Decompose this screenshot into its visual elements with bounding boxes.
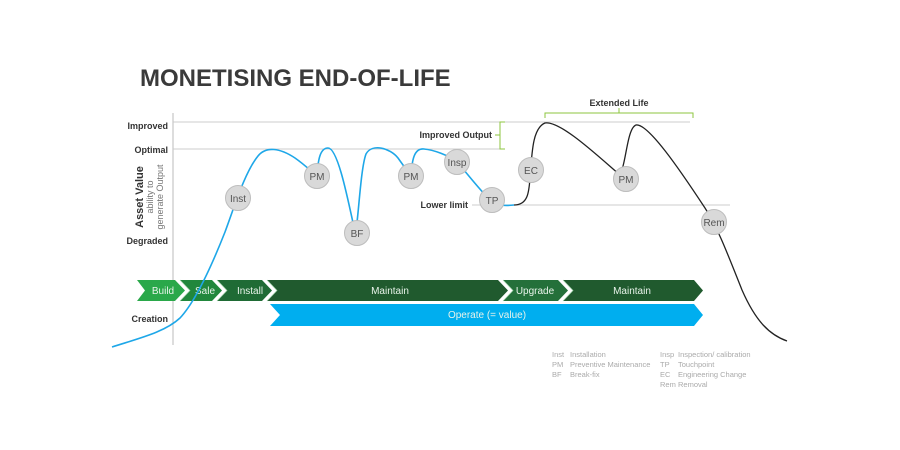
legend-abbr: Insp xyxy=(660,350,674,359)
node-pm-1: PM xyxy=(304,163,330,189)
phase-upgrade-label: Upgrade xyxy=(516,286,555,297)
extended-life-bracket xyxy=(544,108,694,118)
legend-text: Preventive Maintenance xyxy=(570,360,650,369)
phase-maintain-2-label: Maintain xyxy=(613,286,651,297)
node-tp: TP xyxy=(479,187,505,213)
node-insp-label: Insp xyxy=(448,158,467,169)
node-insp: Insp xyxy=(444,149,470,175)
y-axis-sublabel-1: ability to xyxy=(145,180,155,213)
legend-abbr: BF xyxy=(552,370,562,379)
phase-maintain-1 xyxy=(267,280,508,301)
legend-text: Inspection/ calibration xyxy=(678,350,751,359)
y-axis-label: Asset Value xyxy=(134,166,146,228)
legend-abbr: TP xyxy=(660,360,670,369)
legend-abbr: Rem xyxy=(660,380,676,389)
phase-maintain-1-label: Maintain xyxy=(371,286,409,297)
node-pm-3-label: PM xyxy=(619,175,634,186)
phase-upgrade xyxy=(503,280,568,301)
phase-dividers xyxy=(179,279,574,302)
phase-sale-label: Sale xyxy=(195,286,215,297)
node-rem: Rem xyxy=(701,209,727,235)
node-inst-label: Inst xyxy=(230,194,246,205)
level-improved: Improved xyxy=(127,121,168,131)
node-pm-2: PM xyxy=(398,163,424,189)
level-optimal: Optimal xyxy=(134,145,168,155)
page-title: MONETISING END-OF-LIFE xyxy=(140,65,451,92)
legend: Inst Installation PM Preventive Maintena… xyxy=(552,350,751,389)
level-degraded: Degraded xyxy=(126,236,168,246)
extended-life-label: Extended Life xyxy=(589,98,648,108)
improved-output-label: Improved Output xyxy=(420,130,493,140)
phase-sale xyxy=(180,280,222,301)
node-pm-2-label: PM xyxy=(404,172,419,183)
legend-text: Break-fix xyxy=(570,370,600,379)
phase-maintain-2 xyxy=(563,280,703,301)
y-axis-sublabel-2: generate Output xyxy=(155,164,165,230)
asset-value-curve-blue xyxy=(111,146,515,348)
operate-label: Operate (= value) xyxy=(448,310,526,321)
legend-abbr: Inst xyxy=(552,350,565,359)
node-bf-label: BF xyxy=(351,229,364,240)
level-creation: Creation xyxy=(131,314,168,324)
improved-output-bracket xyxy=(495,121,505,150)
node-tp-label: TP xyxy=(486,196,499,207)
node-rem-label: Rem xyxy=(703,218,724,229)
node-inst: Inst xyxy=(225,185,251,211)
legend-text: Installation xyxy=(570,350,606,359)
phase-band: Build Sale Install Maintain Upgrade Main… xyxy=(137,279,703,302)
operate-band xyxy=(270,304,703,326)
phase-install xyxy=(217,280,272,301)
legend-abbr: EC xyxy=(660,370,671,379)
node-ec-label: EC xyxy=(524,166,538,177)
phase-build xyxy=(137,280,185,301)
phase-install-label: Install xyxy=(237,286,263,297)
legend-text: Removal xyxy=(678,380,708,389)
node-pm-1-label: PM xyxy=(310,172,325,183)
legend-text: Touchpoint xyxy=(678,360,715,369)
phase-build-label: Build xyxy=(152,286,174,297)
node-pm-3: PM xyxy=(613,166,639,192)
lower-limit-label: Lower limit xyxy=(420,200,468,210)
legend-abbr: PM xyxy=(552,360,563,369)
legend-text: Engineering Change xyxy=(678,370,746,379)
node-ec: EC xyxy=(518,157,544,183)
node-bf: BF xyxy=(344,220,370,246)
